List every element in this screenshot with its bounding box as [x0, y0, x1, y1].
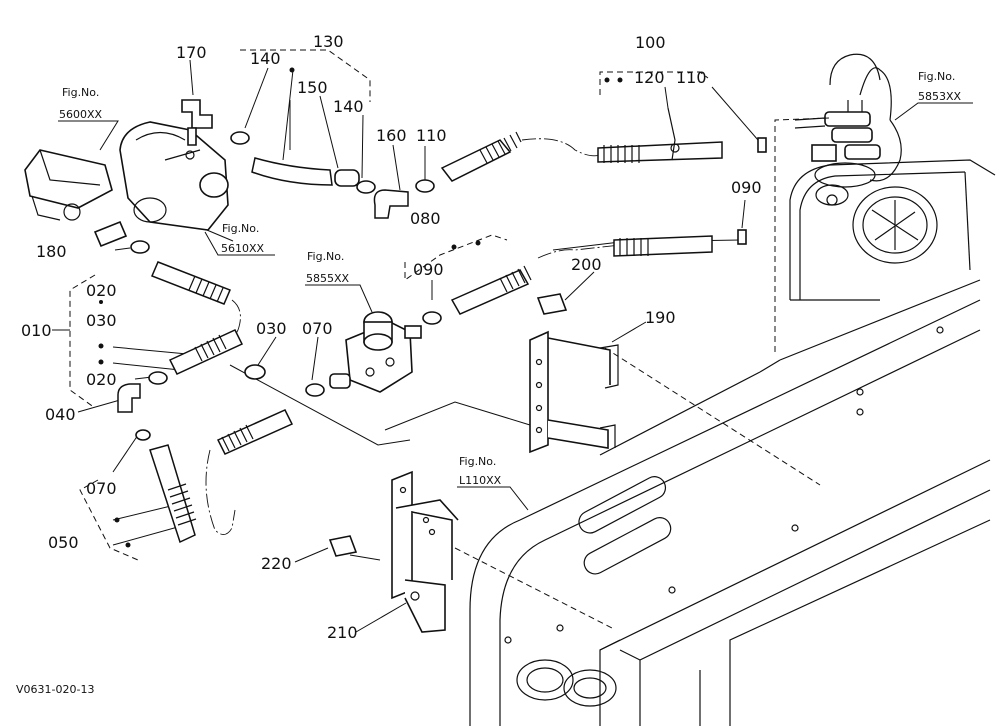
ref-5853-number: 5853XX: [918, 90, 962, 103]
label-110-left: 110: [416, 126, 447, 145]
label-210: 210: [327, 623, 358, 642]
label-020-lower: 020: [86, 370, 117, 389]
label-150: 150: [297, 78, 328, 97]
label-170: 170: [176, 43, 207, 62]
label-120: 120: [634, 68, 665, 87]
fuel-pump: [329, 311, 422, 393]
label-160: 160: [376, 126, 407, 145]
label-140-lower: 140: [333, 97, 364, 116]
label-200: 200: [571, 255, 602, 274]
label-100: 100: [635, 33, 666, 52]
part-labels: 170 130 140 150 140 160 110 100 120 110 …: [21, 32, 762, 642]
ref-5855-number: 5855XX: [306, 272, 350, 285]
label-090-right: 090: [731, 178, 762, 197]
bracket-210: [328, 470, 459, 633]
hose-corrugation: [479, 131, 522, 164]
label-070-center: 070: [302, 319, 333, 338]
ref-L110-top: Fig.No.: [459, 455, 496, 468]
label-080: 080: [410, 209, 441, 228]
group-dots: [98, 67, 623, 548]
label-070-lower: 070: [86, 479, 117, 498]
label-030-left: 030: [86, 311, 117, 330]
ref-L110-number: L110XX: [459, 474, 502, 487]
fuel-tank: [774, 53, 996, 352]
label-020-upper: 020: [86, 281, 117, 300]
hoses: [93, 131, 723, 544]
frame-chassis: [469, 279, 991, 726]
ref-5610-number: 5610XX: [221, 242, 265, 255]
ref-5600-top: Fig.No.: [62, 86, 99, 99]
clamps: [130, 99, 767, 441]
leader-lines: [52, 59, 821, 633]
diagram-code: V0631-020-13: [16, 683, 94, 696]
label-180: 180: [36, 242, 67, 261]
label-130: 130: [313, 32, 344, 51]
label-110-right: 110: [676, 68, 707, 87]
ref-5600-number: 5600XX: [59, 108, 103, 121]
ref-5853-top: Fig.No.: [918, 70, 955, 83]
engine-body: [24, 121, 229, 231]
label-140-upper: 140: [250, 49, 281, 68]
group-brackets: [69, 49, 709, 561]
label-010: 010: [21, 321, 52, 340]
label-050: 050: [48, 533, 79, 552]
label-090-center: 090: [413, 260, 444, 279]
label-030-right: 030: [256, 319, 287, 338]
label-220: 220: [261, 554, 292, 573]
label-190: 190: [645, 308, 676, 327]
label-040: 040: [45, 405, 76, 424]
ref-5855-top: Fig.No.: [307, 250, 344, 263]
ref-5610-top: Fig.No.: [222, 222, 259, 235]
bracket-190: [529, 293, 619, 454]
figure-references: Fig.No. 5600XX Fig.No. 5610XX Fig.No. 58…: [58, 70, 973, 511]
